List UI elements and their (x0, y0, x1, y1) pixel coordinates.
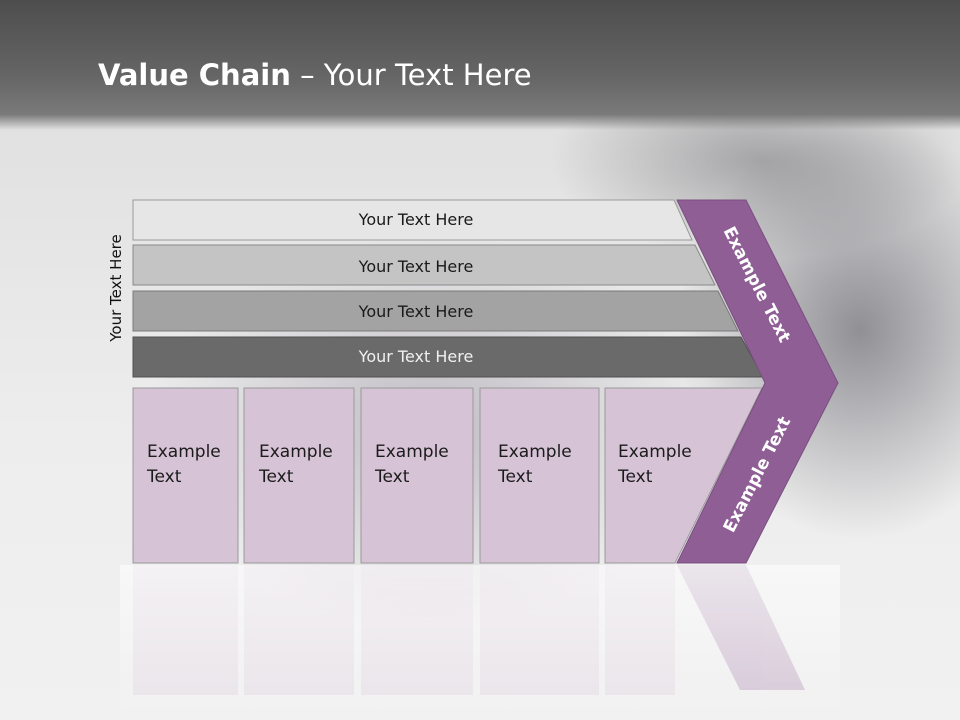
box-4-line2: Text (498, 467, 533, 487)
box-4-line1: Example (498, 442, 572, 462)
box-5 (604, 387, 763, 564)
chevron-arrow (676, 199, 839, 564)
bar-3 (132, 290, 739, 332)
title-bar (0, 0, 960, 130)
bar-3-label: Your Text Here (358, 302, 474, 321)
bar-1-label: Your Text Here (358, 210, 474, 229)
bar-4-label: Your Text Here (358, 347, 474, 366)
bar-1 (132, 199, 693, 241)
box-2-line2: Text (259, 467, 294, 487)
box-1-text: Example Text (147, 440, 221, 490)
box-5-text: Example Text (618, 440, 692, 490)
bar-2 (132, 244, 716, 286)
bar-2-label: Your Text Here (358, 257, 474, 276)
box-2-line1: Example (259, 442, 333, 462)
slide-title: Value Chain – Your Text Here (98, 55, 532, 95)
box-3 (360, 387, 474, 564)
box-3-line2: Text (375, 467, 410, 487)
box-1-line1: Example (147, 442, 221, 462)
box-3-line1: Example (375, 442, 449, 462)
box-5-line2: Text (618, 467, 653, 487)
box-3-text: Example Text (375, 440, 449, 490)
box-5-line1: Example (618, 442, 692, 462)
title-rest: – Your Text Here (290, 58, 532, 92)
box-4 (479, 387, 600, 564)
box-1-line2: Text (147, 467, 182, 487)
box-2-text: Example Text (259, 440, 333, 490)
box-4-text: Example Text (498, 440, 572, 490)
box-2 (243, 387, 355, 564)
box-1 (132, 387, 239, 564)
title-bold: Value Chain (98, 58, 291, 92)
